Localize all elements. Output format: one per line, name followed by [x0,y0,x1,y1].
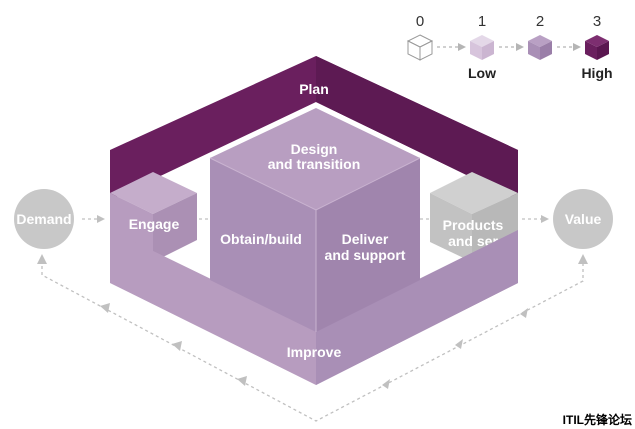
obtain-build-label: Obtain/build [220,231,302,247]
improvement-loop [41,260,584,422]
legend-level-0-number: 0 [416,13,424,30]
design-label-line2: and transition [268,156,361,172]
design-label-line1: Design [291,141,338,157]
legend-cube-1-icon [470,35,494,60]
deliver-label-line1: Deliver [342,231,389,247]
central-cube [209,108,421,332]
improvement-loop-arrowheads [37,254,588,389]
legend-cube-0-icon [406,34,434,61]
products-label-line2: and ser [448,233,498,249]
legend-cube-2-icon [528,35,552,60]
value-label: Value [565,211,602,227]
demand-label: Demand [16,211,71,227]
products-cube [430,172,518,262]
plan-frame [110,56,518,200]
engage-label: Engage [129,216,180,232]
products-label-line1: Products [443,217,504,233]
legend-cube-3-icon [585,35,609,60]
legend: 0 1 2 3 [406,13,613,81]
legend-level-1-number: 1 [478,13,486,30]
legend-level-3-number: 3 [593,13,601,30]
legend-low-label: Low [468,65,496,81]
value-node: Value [553,189,613,249]
legend-high-label: High [581,65,612,81]
legend-level-2-number: 2 [536,13,544,30]
watermark-text: ITIL先锋论坛 [563,412,632,427]
legend-arrows [437,43,581,51]
deliver-label-line2: and support [325,247,406,263]
plan-label: Plan [299,81,329,97]
improve-frame [110,230,518,385]
improve-label: Improve [287,344,342,360]
demand-node: Demand [14,189,74,249]
